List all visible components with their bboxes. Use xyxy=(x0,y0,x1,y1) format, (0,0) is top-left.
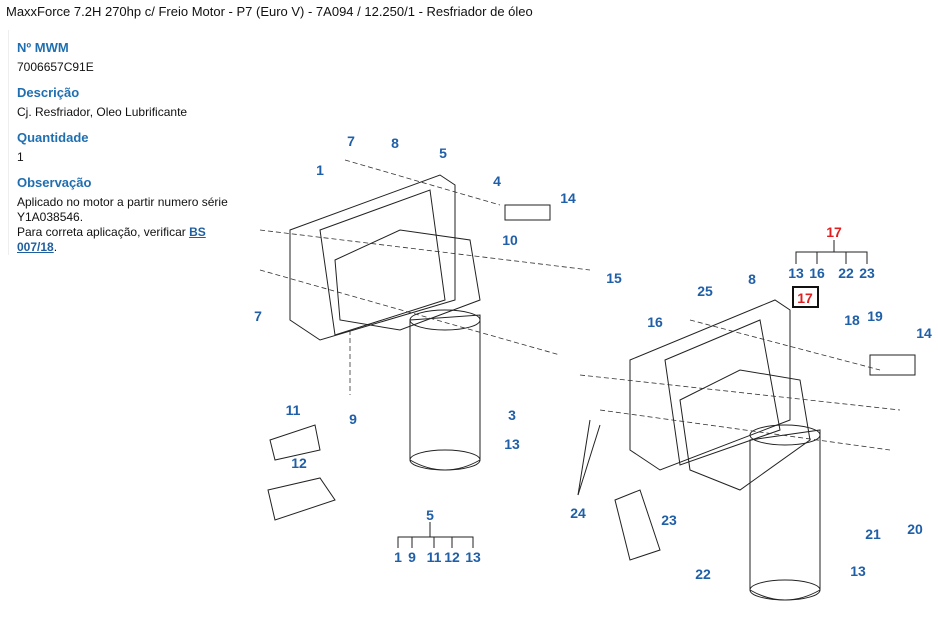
group-brackets xyxy=(397,240,868,548)
left-assembly-drawing xyxy=(259,159,591,521)
description-value: Cj. Resfriador, Oleo Lubrificante xyxy=(17,105,188,119)
callout-3: 3 xyxy=(508,407,516,423)
callout-22: 22 xyxy=(838,265,854,281)
callout-12: 12 xyxy=(291,455,307,471)
callout-23: 23 xyxy=(661,512,677,528)
callout-9: 9 xyxy=(349,411,357,427)
observation-label: Observação xyxy=(17,175,92,190)
bs-link[interactable]: BS 007/18 xyxy=(17,225,206,254)
callout-11: 11 xyxy=(286,402,301,418)
callout-16: 16 xyxy=(809,265,825,281)
quantity-label: Quantidade xyxy=(17,130,89,145)
callout-13: 13 xyxy=(850,563,866,579)
callout-7: 7 xyxy=(347,133,355,149)
observation-value: Aplicado no motor a partir numero série … xyxy=(17,195,247,255)
part-info-panel: Nº MWM 7006657C91E Descrição Cj. Resfria… xyxy=(8,30,247,255)
observation-end: . xyxy=(53,240,58,254)
callout-8: 8 xyxy=(391,135,399,151)
callout-12: 12 xyxy=(444,549,460,565)
callout-17: 17 xyxy=(797,290,813,306)
description-label: Descrição xyxy=(17,85,80,100)
callout-21: 21 xyxy=(865,526,881,542)
callout-13: 13 xyxy=(465,549,481,565)
callout-16: 16 xyxy=(647,314,663,330)
callout-10: 10 xyxy=(502,232,518,248)
callout-13: 13 xyxy=(504,436,520,452)
mwm-label: Nº MWM xyxy=(17,40,69,55)
callout-13: 13 xyxy=(788,265,804,281)
callout-18: 18 xyxy=(844,312,860,328)
callout-1: 1 xyxy=(394,549,402,565)
callout-14: 14 xyxy=(560,190,576,206)
observation-text-2: Para correta aplicação, verificar xyxy=(17,225,190,239)
callout-4: 4 xyxy=(493,173,501,189)
callout-9: 9 xyxy=(408,549,416,565)
callout-25: 25 xyxy=(697,283,713,299)
callout-5: 5 xyxy=(439,145,447,161)
mwm-value: 7006657C91E xyxy=(17,60,94,74)
right-assembly-drawing xyxy=(577,299,916,601)
callout-17: 17 xyxy=(826,224,842,240)
quantity-value: 1 xyxy=(17,150,24,164)
callout-8: 8 xyxy=(748,271,756,287)
callout-11: 11 xyxy=(427,549,442,565)
callout-24: 24 xyxy=(570,505,586,521)
callout-1: 1 xyxy=(316,162,324,178)
callout-22: 22 xyxy=(695,566,711,582)
callout-23: 23 xyxy=(859,265,875,281)
callout-20: 20 xyxy=(907,521,923,537)
callout-5: 5 xyxy=(426,507,434,523)
callout-19: 19 xyxy=(867,308,883,324)
page-title: MaxxForce 7.2H 270hp c/ Freio Motor - P7… xyxy=(6,4,533,19)
callout-7: 7 xyxy=(254,308,262,324)
observation-text: Aplicado no motor a partir numero série … xyxy=(17,195,228,224)
callout-15: 15 xyxy=(606,270,622,286)
callout-14: 14 xyxy=(916,325,932,341)
